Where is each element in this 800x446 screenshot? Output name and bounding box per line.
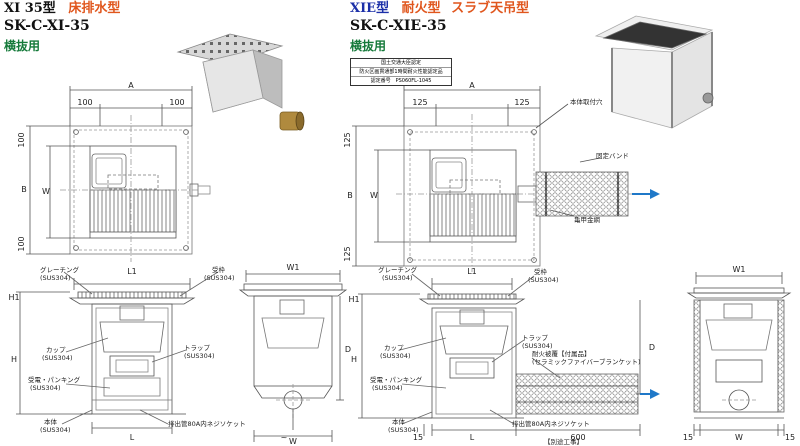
right-label-mount-hole: 本体取付穴 <box>570 97 603 106</box>
right-label-separate: 【別途工事】 <box>544 437 583 446</box>
right-model-series: XIE型 <box>350 1 390 16</box>
left-dim-100-4: 100 <box>17 236 26 251</box>
right-dim-l: L <box>470 433 475 442</box>
left-label-grating: グレーチング <box>40 265 80 274</box>
left-label-cup-mat: (SUS304) <box>42 354 73 362</box>
right-usage: 横抜用 <box>350 39 387 53</box>
cert-line-2: 防火区画貫通部1時間耐火性能認定品 <box>351 68 451 77</box>
right-label-cup-mat: (SUS304) <box>380 352 411 360</box>
right-title: XIE型 耐火型 スラブ天吊型 <box>350 2 529 15</box>
right-label-band: 固定バンド <box>596 151 629 160</box>
right-dim-125-1: 125 <box>412 98 427 107</box>
right-plan-view <box>352 86 640 272</box>
left-dim-l1: L1 <box>127 267 137 276</box>
right-label-packing: 受電・パンキング <box>370 375 423 384</box>
left-plan-view <box>26 86 211 262</box>
left-label-body-mat: (SUS304) <box>40 426 71 434</box>
right-label-grating: グレーチング <box>378 265 418 274</box>
left-label-trap-mat: (SUS304) <box>184 352 215 360</box>
right-side-section <box>686 272 792 436</box>
left-model-series: XI 35型 <box>4 1 56 16</box>
right-label-grating-mat: (SUS304) <box>382 274 413 282</box>
right-dim-125-3: 125 <box>343 132 352 147</box>
left-label-drain: 排出管80A内ネジソケット <box>168 419 246 428</box>
right-label-fire-cover: 耐火被覆【付属品】 <box>532 349 591 358</box>
left-wave-mark: ~ <box>281 433 288 442</box>
left-product-photo <box>176 33 305 131</box>
left-dim-w: W <box>42 187 50 196</box>
left-dim-b: B <box>21 185 27 194</box>
right-dim-125-4: 125 <box>343 246 352 261</box>
left-label-packing: 受電・パンキング <box>28 375 81 384</box>
right-dim-b: B <box>347 191 353 200</box>
right-dim-w: W <box>370 191 378 200</box>
left-usage: 横抜用 <box>4 39 41 53</box>
left-dim-w1: W1 <box>287 263 300 272</box>
right-dim-w1: W1 <box>733 265 746 274</box>
right-label-drain: 排出管80A内ネジソケット <box>512 419 590 428</box>
left-model-code: SK-C-XI-35 <box>4 18 90 34</box>
right-label-body-mat: (SUS304) <box>388 426 419 434</box>
right-dim-w-side: W <box>735 433 743 442</box>
right-front-section <box>358 278 644 436</box>
right-label-fire-cover-desc: (セラミックファイバーブランケット) <box>532 357 641 366</box>
left-label-packing-mat: (SUS304) <box>30 384 61 392</box>
right-dim-600: 600 <box>570 433 585 442</box>
right-dim-15-3: 15 <box>785 433 795 442</box>
right-product-photo <box>594 15 714 129</box>
right-dim-125-2: 125 <box>514 98 529 107</box>
right-dim-15-1: 15 <box>413 433 423 442</box>
right-dim-a: A <box>469 81 475 90</box>
right-dim-h1: H1 <box>348 295 359 304</box>
right-model-fire: 耐火型 <box>401 1 441 16</box>
right-label-trap-mat: (SUS304) <box>522 342 553 350</box>
left-dim-h1: H1 <box>8 293 19 302</box>
left-dim-100-1: 100 <box>77 98 92 107</box>
left-dim-h: H <box>11 355 17 364</box>
right-label-packing-mat: (SUS304) <box>372 384 403 392</box>
right-dim-15-2: 15 <box>683 433 693 442</box>
right-label-trap: トラップ <box>522 334 549 342</box>
left-front-section <box>16 278 196 434</box>
right-dim-h: H <box>351 355 357 364</box>
right-model-type: スラブ天吊型 <box>451 1 530 16</box>
right-label-body: 本体 <box>392 417 406 426</box>
left-label-grating-mat: (SUS304) <box>40 274 71 282</box>
left-label-trap: トラップ <box>184 344 211 352</box>
right-dim-l1: L1 <box>467 267 477 276</box>
right-label-receiver-mat: (SUS304) <box>528 276 559 284</box>
left-dim-w-side: W <box>289 437 297 446</box>
left-model-type: 床排水型 <box>68 1 121 16</box>
right-label-cup: カップ <box>384 344 404 352</box>
right-dim-d: D <box>649 343 655 352</box>
left-dim-100-3: 100 <box>17 132 26 147</box>
left-dim-l: L <box>130 433 135 442</box>
certification-box: 国土交通大臣認定 防火区画貫通部1時間耐火性能認定品 認定番号 PS060FL-… <box>350 58 452 86</box>
cert-line-3: 認定番号 PS060FL-1045 <box>370 78 432 84</box>
left-label-receiver-mat: (SUS304) <box>204 274 235 282</box>
right-label-net: 亀甲金網 <box>574 215 601 224</box>
left-label-body: 本体 <box>44 417 58 426</box>
right-leader-lines <box>399 273 561 425</box>
left-leader-lines <box>61 271 219 425</box>
left-label-cup: カップ <box>46 346 66 354</box>
left-dim-a: A <box>128 81 134 90</box>
right-label-receiver: 受枠 <box>534 267 548 276</box>
left-dim-100-2: 100 <box>169 98 184 107</box>
left-dim-d: D <box>345 345 351 354</box>
left-label-receiver: 受枠 <box>212 265 226 274</box>
left-title: XI 35型 床排水型 <box>4 2 120 15</box>
right-model-code: SK-C-XIE-35 <box>350 18 447 34</box>
left-side-section <box>238 270 348 442</box>
flow-arrows <box>632 189 660 399</box>
cert-line-1: 国土交通大臣認定 <box>351 59 451 68</box>
